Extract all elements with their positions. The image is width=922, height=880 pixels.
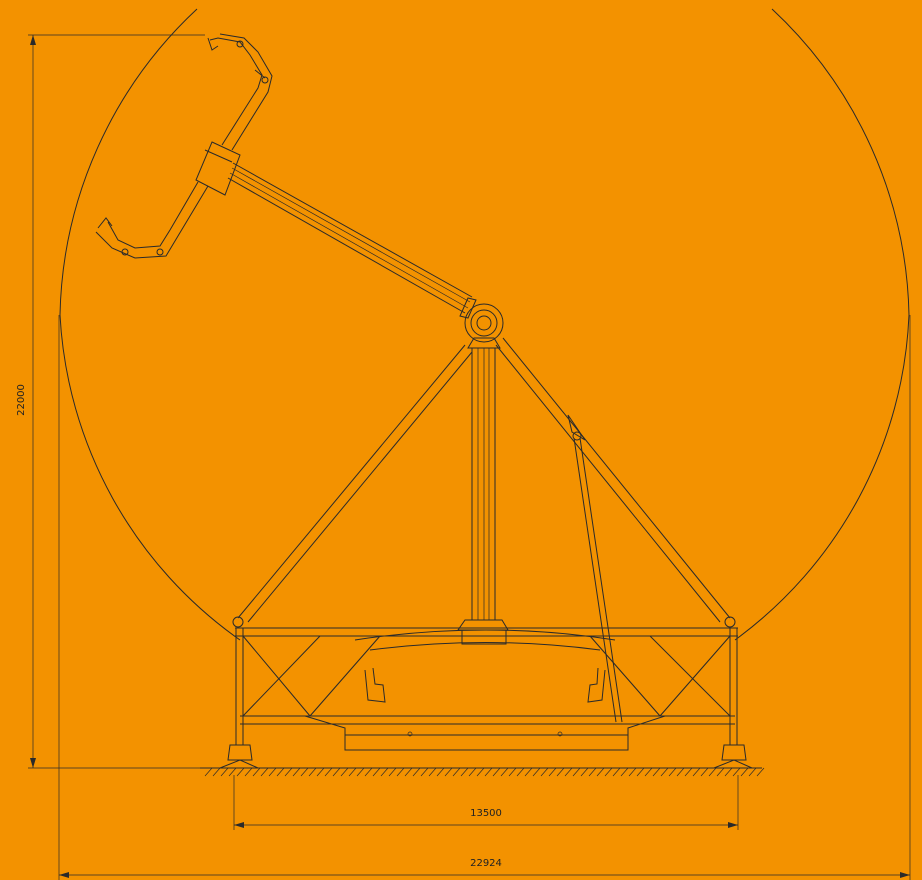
ground-hatch-line [636,767,645,777]
central-mast [457,337,509,645]
base-width-label: 13500 [470,808,502,819]
ground-hatch-line [732,767,741,777]
ground-hatch-line [348,767,357,777]
reach-width-label: 22924 [470,858,502,869]
base-width-dimension [233,775,739,830]
ground-hatch-line [340,767,349,777]
ground-hatch-line [564,767,573,777]
ground-hatch-line [588,767,597,777]
ground-hatch-line [516,767,525,777]
ground-hatch-line [508,767,517,777]
ground-hatch-line [596,767,605,777]
ground-hatch-line [668,767,677,777]
ground-hatch-line [420,767,429,777]
ground-hatch-line [300,767,309,777]
ground-hatch-line [404,767,413,777]
gripper-head [95,33,273,259]
reach-width-dimension [58,315,911,880]
ground-hatch-line [556,767,565,777]
ground-hatch-line [524,767,533,777]
ground-hatch-line [628,767,637,777]
ground-hatch-line [540,767,549,777]
ground-hatch-line [452,767,461,777]
ground-hatch-line [620,767,629,777]
ground-hatch-line [428,767,437,777]
ground-hatch-line [652,767,661,777]
height-dimension-label: 22000 [16,384,27,416]
base-frame [219,616,753,769]
ground-line [200,767,765,777]
reach-circle [59,8,198,316]
ground-hatch-line [548,767,557,777]
ground-hatch-line [436,767,445,777]
ground-hatch-line [260,767,269,777]
ground-hatch-line [572,767,581,777]
ground-hatch-line [756,767,765,777]
ground-hatch-line [692,767,701,777]
ground-hatch-line [332,767,341,777]
ground-hatch-line [356,767,365,777]
height-dimension [28,34,205,769]
ground-hatch-line [276,767,285,777]
ground-hatch-line [500,767,509,777]
ground-hatch-line [324,767,333,777]
ground-hatch-line [364,767,373,777]
ground-hatch-line [676,767,685,777]
ground-hatch-line [748,767,757,777]
ground-hatch-line [612,767,621,777]
reach-circle-bottom-right [734,314,910,641]
ground-hatch-line [468,767,477,777]
ground-hatch-line [644,767,653,777]
ground-hatch-line [308,767,317,777]
reach-circle-bottom-left [59,314,241,641]
ground-hatch-line [604,767,613,777]
ground-hatch-line [484,767,493,777]
ground-hatch-line [476,767,485,777]
a-frame-legs [237,337,731,723]
ground-hatch-line [412,767,421,777]
ground-hatch-line [492,767,501,777]
ground-hatch-line [444,767,453,777]
ground-hatch-line [380,767,389,777]
ground-hatch-line [708,767,717,777]
reach-circle-right [771,8,910,316]
ground-hatch-line [252,767,261,777]
pivot-hub [464,303,504,343]
ground-hatch-line [268,767,277,777]
ground-hatch-line [700,767,709,777]
ground-hatch-line [396,767,405,777]
ground-hatch-line [220,767,229,777]
ground-hatch-line [684,767,693,777]
telescopic-boom [227,162,477,319]
ground-hatch-line [388,767,397,777]
ground-hatch-line [204,767,213,777]
ground-hatch-line [244,767,253,777]
ground-hatch-line [236,767,245,777]
ground-hatch-line [228,767,237,777]
ground-hatch-line [660,767,669,777]
ground-hatch-line [372,767,381,777]
ground-hatch-line [724,767,733,777]
ground-hatch-line [292,767,301,777]
ground-hatch-line [316,767,325,777]
ground-hatch-line [740,767,749,777]
ground-hatch-line [532,767,541,777]
ground-hatch-line [284,767,293,777]
ground-hatch-line [212,767,221,777]
ground-hatch-line [460,767,469,777]
ground-hatch-line [716,767,725,777]
ground-hatch-line [580,767,589,777]
